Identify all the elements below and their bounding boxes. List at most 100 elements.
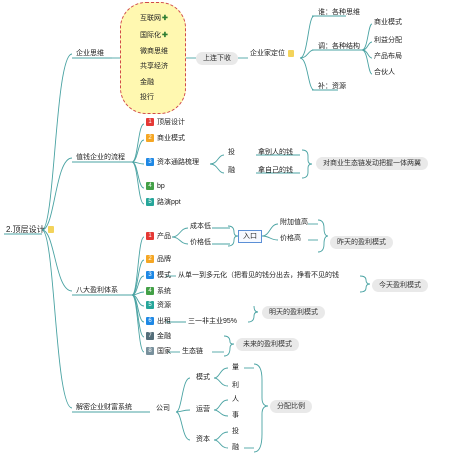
operation-item[interactable]: 人	[232, 396, 239, 403]
structure-item[interactable]: 商业模式	[374, 19, 402, 26]
company-node[interactable]: 公司	[156, 405, 170, 412]
connector	[175, 409, 191, 413]
future-pill[interactable]: 未来的盈利模式	[236, 338, 299, 351]
connector	[261, 235, 279, 241]
connector	[131, 161, 145, 205]
cloud-item[interactable]: 金融	[140, 79, 154, 86]
tomorrow-pill[interactable]: 明天的盈利模式	[262, 306, 325, 319]
connector	[131, 275, 145, 296]
who-node[interactable]: 谁：各种思维	[318, 9, 360, 16]
cloud-item[interactable]: 微商思维	[140, 48, 168, 55]
number-badge: 3	[146, 158, 154, 167]
structure-item[interactable]: 产品布局	[374, 53, 402, 60]
updown-pill[interactable]: 上连下收	[196, 52, 238, 65]
connector	[213, 439, 229, 449]
model-item[interactable]: 利	[232, 382, 239, 389]
connector	[131, 139, 145, 163]
connector	[359, 275, 371, 293]
price-high-node[interactable]: 价格高	[280, 235, 301, 242]
number-badge: 7	[146, 332, 154, 341]
invest-desc[interactable]: 拿别人的钱	[258, 149, 293, 156]
finance-desc[interactable]: 拿自己的钱	[258, 167, 293, 174]
capital-item[interactable]: 融	[232, 444, 239, 451]
note-icon	[288, 49, 294, 57]
connector	[301, 149, 313, 179]
number-badge: 6	[146, 317, 154, 326]
connector	[41, 53, 73, 231]
idea-cloud	[120, 2, 186, 114]
connector	[361, 49, 373, 75]
plus-icon: ✚	[162, 15, 168, 22]
price-low-node[interactable]: 价格低	[190, 239, 211, 246]
connector	[213, 431, 229, 441]
model-item[interactable]: 量	[232, 364, 239, 371]
entry-node[interactable]: 入口	[238, 230, 262, 243]
number-badge: 2	[146, 134, 154, 143]
branch-wealth-system[interactable]: 解密企业财富系统	[76, 404, 132, 411]
connector	[209, 163, 225, 174]
connector	[171, 227, 189, 238]
cloud-item[interactable]: 互联网✚	[140, 15, 168, 22]
capital-item[interactable]: 投	[232, 428, 239, 435]
cloud-item[interactable]: 投行	[140, 94, 154, 101]
connector	[41, 229, 73, 292]
eco-node[interactable]: 生态链	[182, 348, 203, 355]
positioning-node[interactable]: 企业家定位	[250, 49, 294, 58]
operation-node[interactable]: 运营	[196, 406, 210, 413]
connector	[247, 305, 259, 323]
structure-item[interactable]: 利益分配	[374, 37, 402, 44]
add-high-node[interactable]: 附加值高	[280, 219, 308, 226]
cloud-item[interactable]: 国际化✚	[140, 32, 168, 39]
invest-node[interactable]: 投	[228, 149, 235, 156]
connector	[299, 57, 315, 91]
connector	[213, 399, 229, 411]
operation-item[interactable]: 事	[232, 412, 239, 419]
yesterday-pill[interactable]: 昨天的盈利模式	[330, 236, 393, 249]
number-badge: 3	[146, 271, 154, 280]
cost-low-node[interactable]: 成本低	[190, 223, 211, 230]
branch-value-flow[interactable]: 值钱企业的流程	[76, 154, 125, 161]
model-node[interactable]: 模式	[196, 374, 210, 381]
rent-desc[interactable]: 三一非主业95%	[188, 318, 238, 325]
connector	[41, 229, 73, 409]
structure-node[interactable]: 调：各种结构	[318, 43, 360, 50]
today-pill[interactable]: 今天盈利模式	[372, 279, 428, 292]
resources-node[interactable]: 补：资源	[318, 83, 346, 90]
number-badge: 4	[146, 182, 154, 191]
connector	[209, 154, 225, 165]
connector	[213, 367, 229, 379]
connector	[299, 15, 315, 59]
finance-node[interactable]: 融	[228, 167, 235, 174]
model-desc[interactable]: 从单一到多元化（把看见的钱分出去，挣看不见的钱	[178, 272, 339, 279]
capital-node[interactable]: 资本	[196, 436, 210, 443]
note-icon	[47, 226, 54, 234]
distribution-pill[interactable]: 分配比例	[270, 400, 312, 413]
connector	[175, 411, 191, 441]
structure-item[interactable]: 合伙人	[374, 69, 395, 76]
connector	[171, 236, 189, 245]
value-flow-pill[interactable]: 对商业生态链发动把握一体两翼	[316, 157, 428, 170]
cloud-item[interactable]: 共享经济	[140, 63, 168, 70]
root-label: 2.顶层设计	[6, 225, 45, 234]
branch-enterprise-thinking[interactable]: 企业思维	[76, 50, 104, 57]
number-badge: 5	[146, 301, 154, 310]
connector	[213, 377, 229, 387]
branch-profit-systems[interactable]: 八大盈利体系	[76, 287, 118, 294]
root-topic[interactable]: 2.顶层设计	[6, 225, 54, 234]
plus-icon: ✚	[162, 32, 168, 39]
